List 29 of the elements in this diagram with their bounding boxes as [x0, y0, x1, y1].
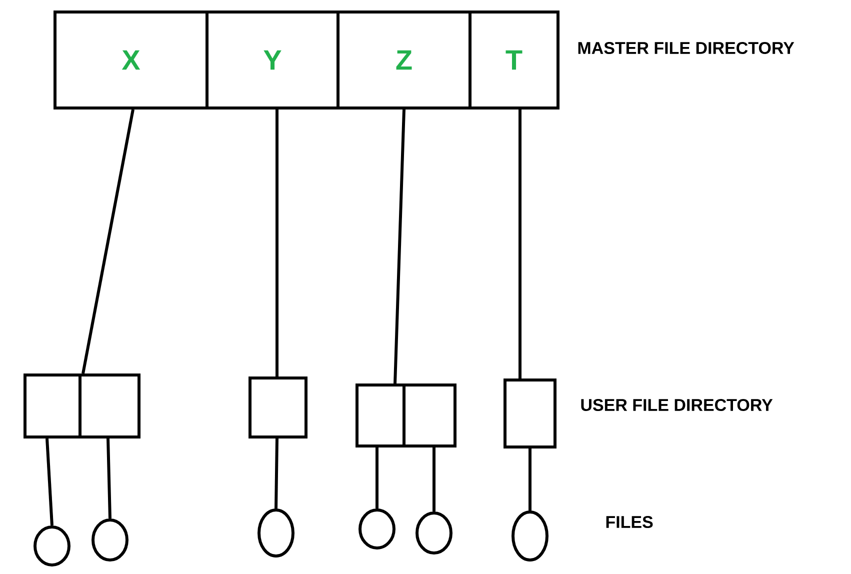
directory-cell: Y: [206, 10, 340, 110]
file-circle: [416, 512, 452, 554]
file-circle: [258, 508, 294, 558]
label: USER FILE DIRECTORY: [581, 398, 773, 412]
directory-cell: T: [468, 10, 560, 110]
connector-line: [432, 448, 436, 512]
connector-line: [46, 438, 54, 526]
connector-line: [82, 109, 134, 374]
file-circle: [34, 526, 70, 566]
file-circle: [512, 510, 548, 562]
file-circle: [92, 518, 128, 562]
directory-box: [78, 374, 140, 438]
directory-cell: Z: [336, 10, 472, 110]
connector-line: [518, 110, 522, 378]
directory-box: [504, 378, 556, 448]
directory-cell: X: [54, 10, 208, 110]
directory-box: [402, 384, 456, 448]
connector-line: [274, 438, 278, 509]
file-circle: [358, 508, 396, 550]
connector-line: [394, 109, 406, 384]
connector-line: [276, 110, 278, 376]
connector-line: [106, 438, 112, 519]
label: FILES: [606, 516, 653, 528]
directory-box: [24, 374, 82, 438]
connector-line: [376, 448, 378, 508]
connector-line: [528, 448, 532, 510]
directory-box: [356, 384, 406, 448]
directory-box: [248, 376, 308, 438]
label: MASTER FILE DIRECTORY: [578, 42, 794, 54]
